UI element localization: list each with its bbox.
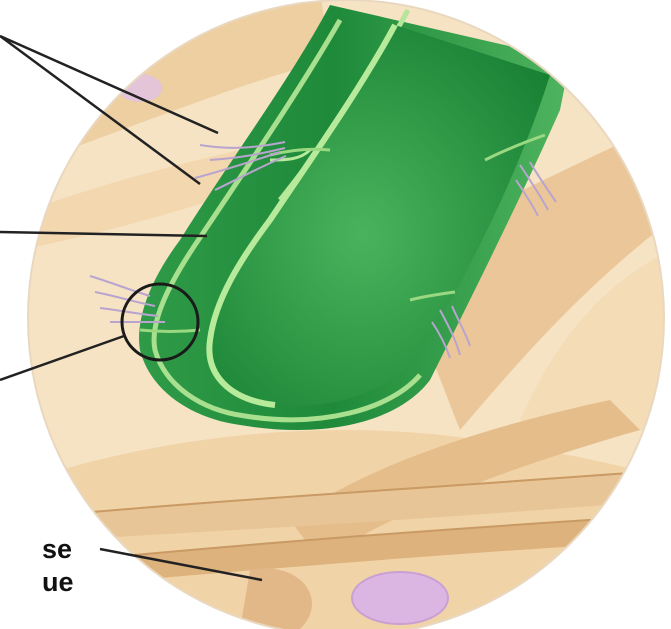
label-loose-tissue-line1: se [42, 534, 72, 564]
label-loose-tissue-line2: ue [42, 567, 74, 597]
cell-junction [140, 330, 200, 332]
cell-nucleus [352, 572, 448, 624]
